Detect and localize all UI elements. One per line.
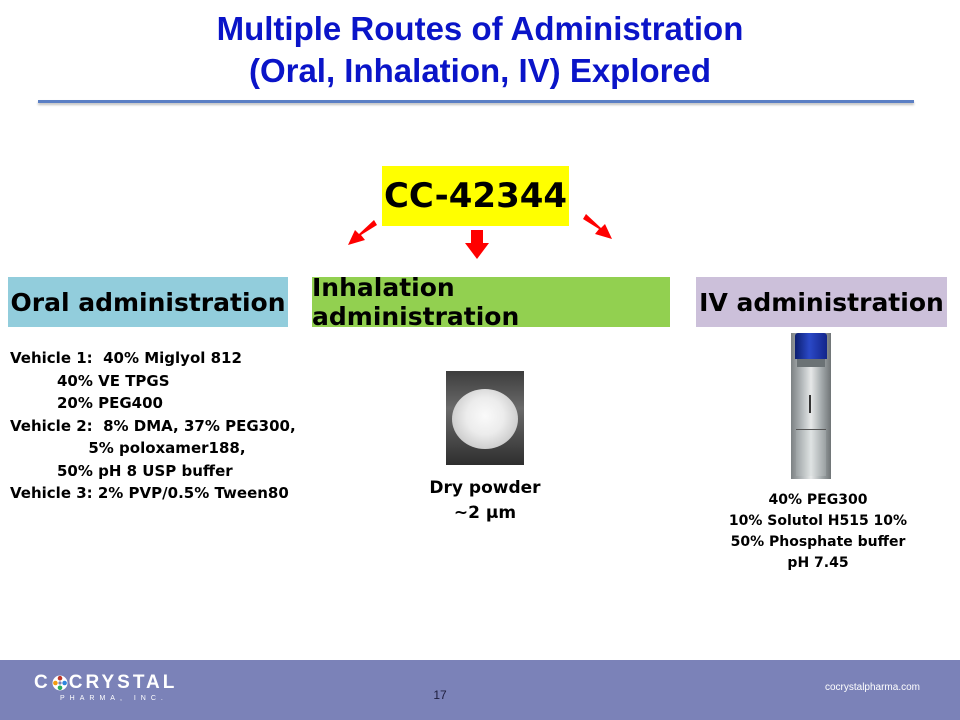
footer-bar: C CRYSTAL PHARMA, INC. 17 cocrystalpharm… [0,660,960,720]
inhalation-line-2: ~2 μm [453,503,517,523]
website-url: cocrystalpharma.com [824,682,920,693]
powder-dish [452,389,518,449]
route-oral: Oral administration [8,277,288,327]
vehicle-line: 40% VE TPGS [10,371,170,390]
vial-liquid [796,429,826,476]
vial-label-mark [809,395,817,413]
iv-line: 50% Phosphate buffer [730,534,906,550]
vehicle-line: 5% poloxamer188, [10,439,246,457]
title-line-1: Multiple Routes of Administration [216,10,744,47]
logo-flower-icon [52,675,68,691]
logo-text-crystal: CRYSTAL [68,672,178,693]
arrow-left-icon [348,220,377,245]
arrow-right-icon [583,214,612,239]
vehicle-line: Vehicle 3: 2% PVP/0.5% Tween80 [10,484,289,502]
title-line-2: (Oral, Inhalation, IV) Explored [248,52,712,89]
vehicle-line: 20% PEG400 [10,394,163,412]
title-divider [38,100,914,103]
compound-label: CC-42344 [382,166,569,226]
oral-vehicle-list: Vehicle 1: 40% Miglyol 812 40% VE TPGS 2… [10,347,296,505]
iv-line: 10% Solutol H515 10% [728,513,908,529]
vial-cap [795,333,827,359]
vial-neck [797,359,825,367]
company-logo: C CRYSTAL PHARMA, INC. [34,672,177,702]
route-iv: IV administration [696,277,947,327]
vehicle-line: Vehicle 1: 40% Miglyol 812 [10,349,242,367]
dry-powder-photo [446,371,524,465]
inhalation-line-1: Dry powder [429,478,541,498]
route-inhalation: Inhalation administration [312,273,670,331]
vehicle-line: 50% pH 8 USP buffer [10,461,233,480]
slide-title: Multiple Routes of Administration (Oral,… [0,8,960,92]
inhalation-caption: Dry powder ~2 μm [400,476,570,526]
iv-vial-photo [791,333,831,479]
arrow-down-icon [465,230,489,259]
page-number: 17 [433,688,447,702]
iv-line: 40% PEG300 [768,492,868,508]
vehicle-line: Vehicle 2: 8% DMA, 37% PEG300, [10,416,296,435]
logo-text-c: C [34,672,51,693]
iv-line: pH 7.45 [787,555,849,571]
logo-subtitle: PHARMA, INC. [60,695,168,702]
iv-caption: 40% PEG300 10% Solutol H515 10% 50% Phos… [718,490,918,574]
